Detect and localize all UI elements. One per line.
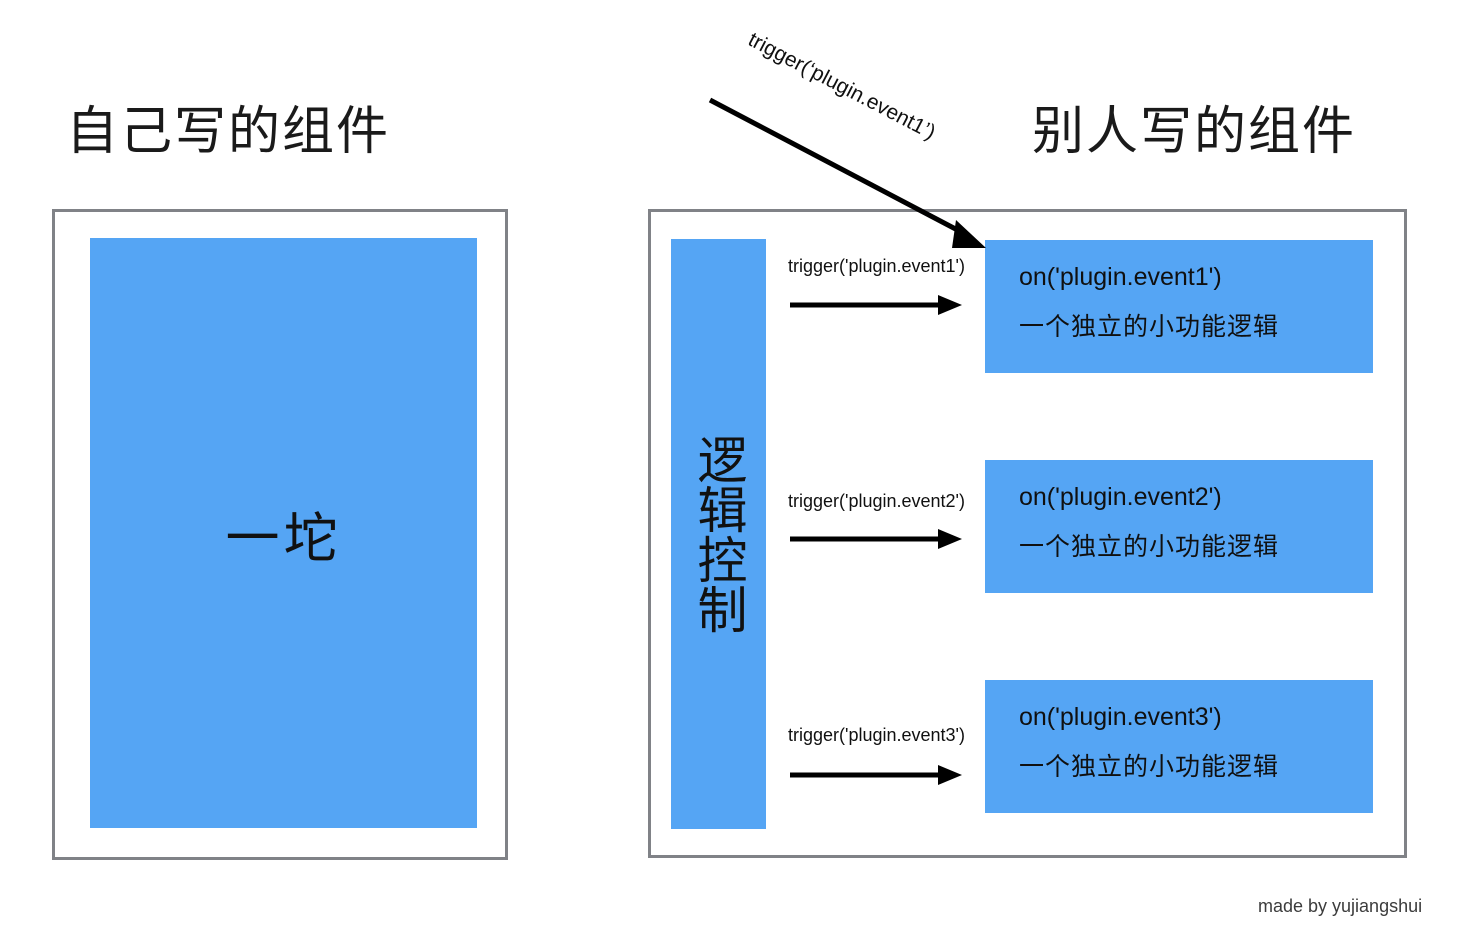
trigger-arrow-2 bbox=[790, 529, 962, 549]
credit-text: made by yujiangshui bbox=[1258, 896, 1423, 916]
trigger-label-3: trigger('plugin.event3') bbox=[788, 725, 965, 745]
plugin-box-3: on('plugin.event3') 一个独立的小功能逻辑 bbox=[985, 680, 1373, 813]
plugin-box-2-handler: on('plugin.event2') bbox=[1019, 483, 1222, 511]
trigger-label-2: trigger('plugin.event2') bbox=[788, 491, 965, 511]
monolith-block-label: 一坨 bbox=[225, 508, 342, 569]
logic-control-bar: 逻辑控制 bbox=[671, 239, 766, 829]
plugin-box-2-description: 一个独立的小功能逻辑 bbox=[1019, 532, 1280, 561]
plugin-box-1-description: 一个独立的小功能逻辑 bbox=[1019, 312, 1280, 341]
trigger-label-1: trigger('plugin.event1') bbox=[788, 256, 965, 276]
plugin-box-1: on('plugin.event1') 一个独立的小功能逻辑 bbox=[985, 240, 1373, 373]
trigger-arrow-1 bbox=[790, 295, 962, 315]
trigger-arrow-3 bbox=[790, 765, 962, 785]
plugin-box-1-handler: on('plugin.event1') bbox=[1019, 263, 1222, 291]
right-panel-title: 别人写的组件 bbox=[1032, 103, 1357, 161]
monolith-block: 一坨 bbox=[90, 238, 477, 828]
plugin-box-3-description: 一个独立的小功能逻辑 bbox=[1019, 752, 1280, 781]
plugin-box-3-handler: on('plugin.event3') bbox=[1019, 703, 1222, 731]
logic-control-bar-label: 逻辑控制 bbox=[690, 434, 747, 634]
plugin-box-2: on('plugin.event2') 一个独立的小功能逻辑 bbox=[985, 460, 1373, 593]
callout-arrow bbox=[708, 97, 986, 248]
left-panel-title: 自己写的组件 bbox=[66, 103, 391, 161]
